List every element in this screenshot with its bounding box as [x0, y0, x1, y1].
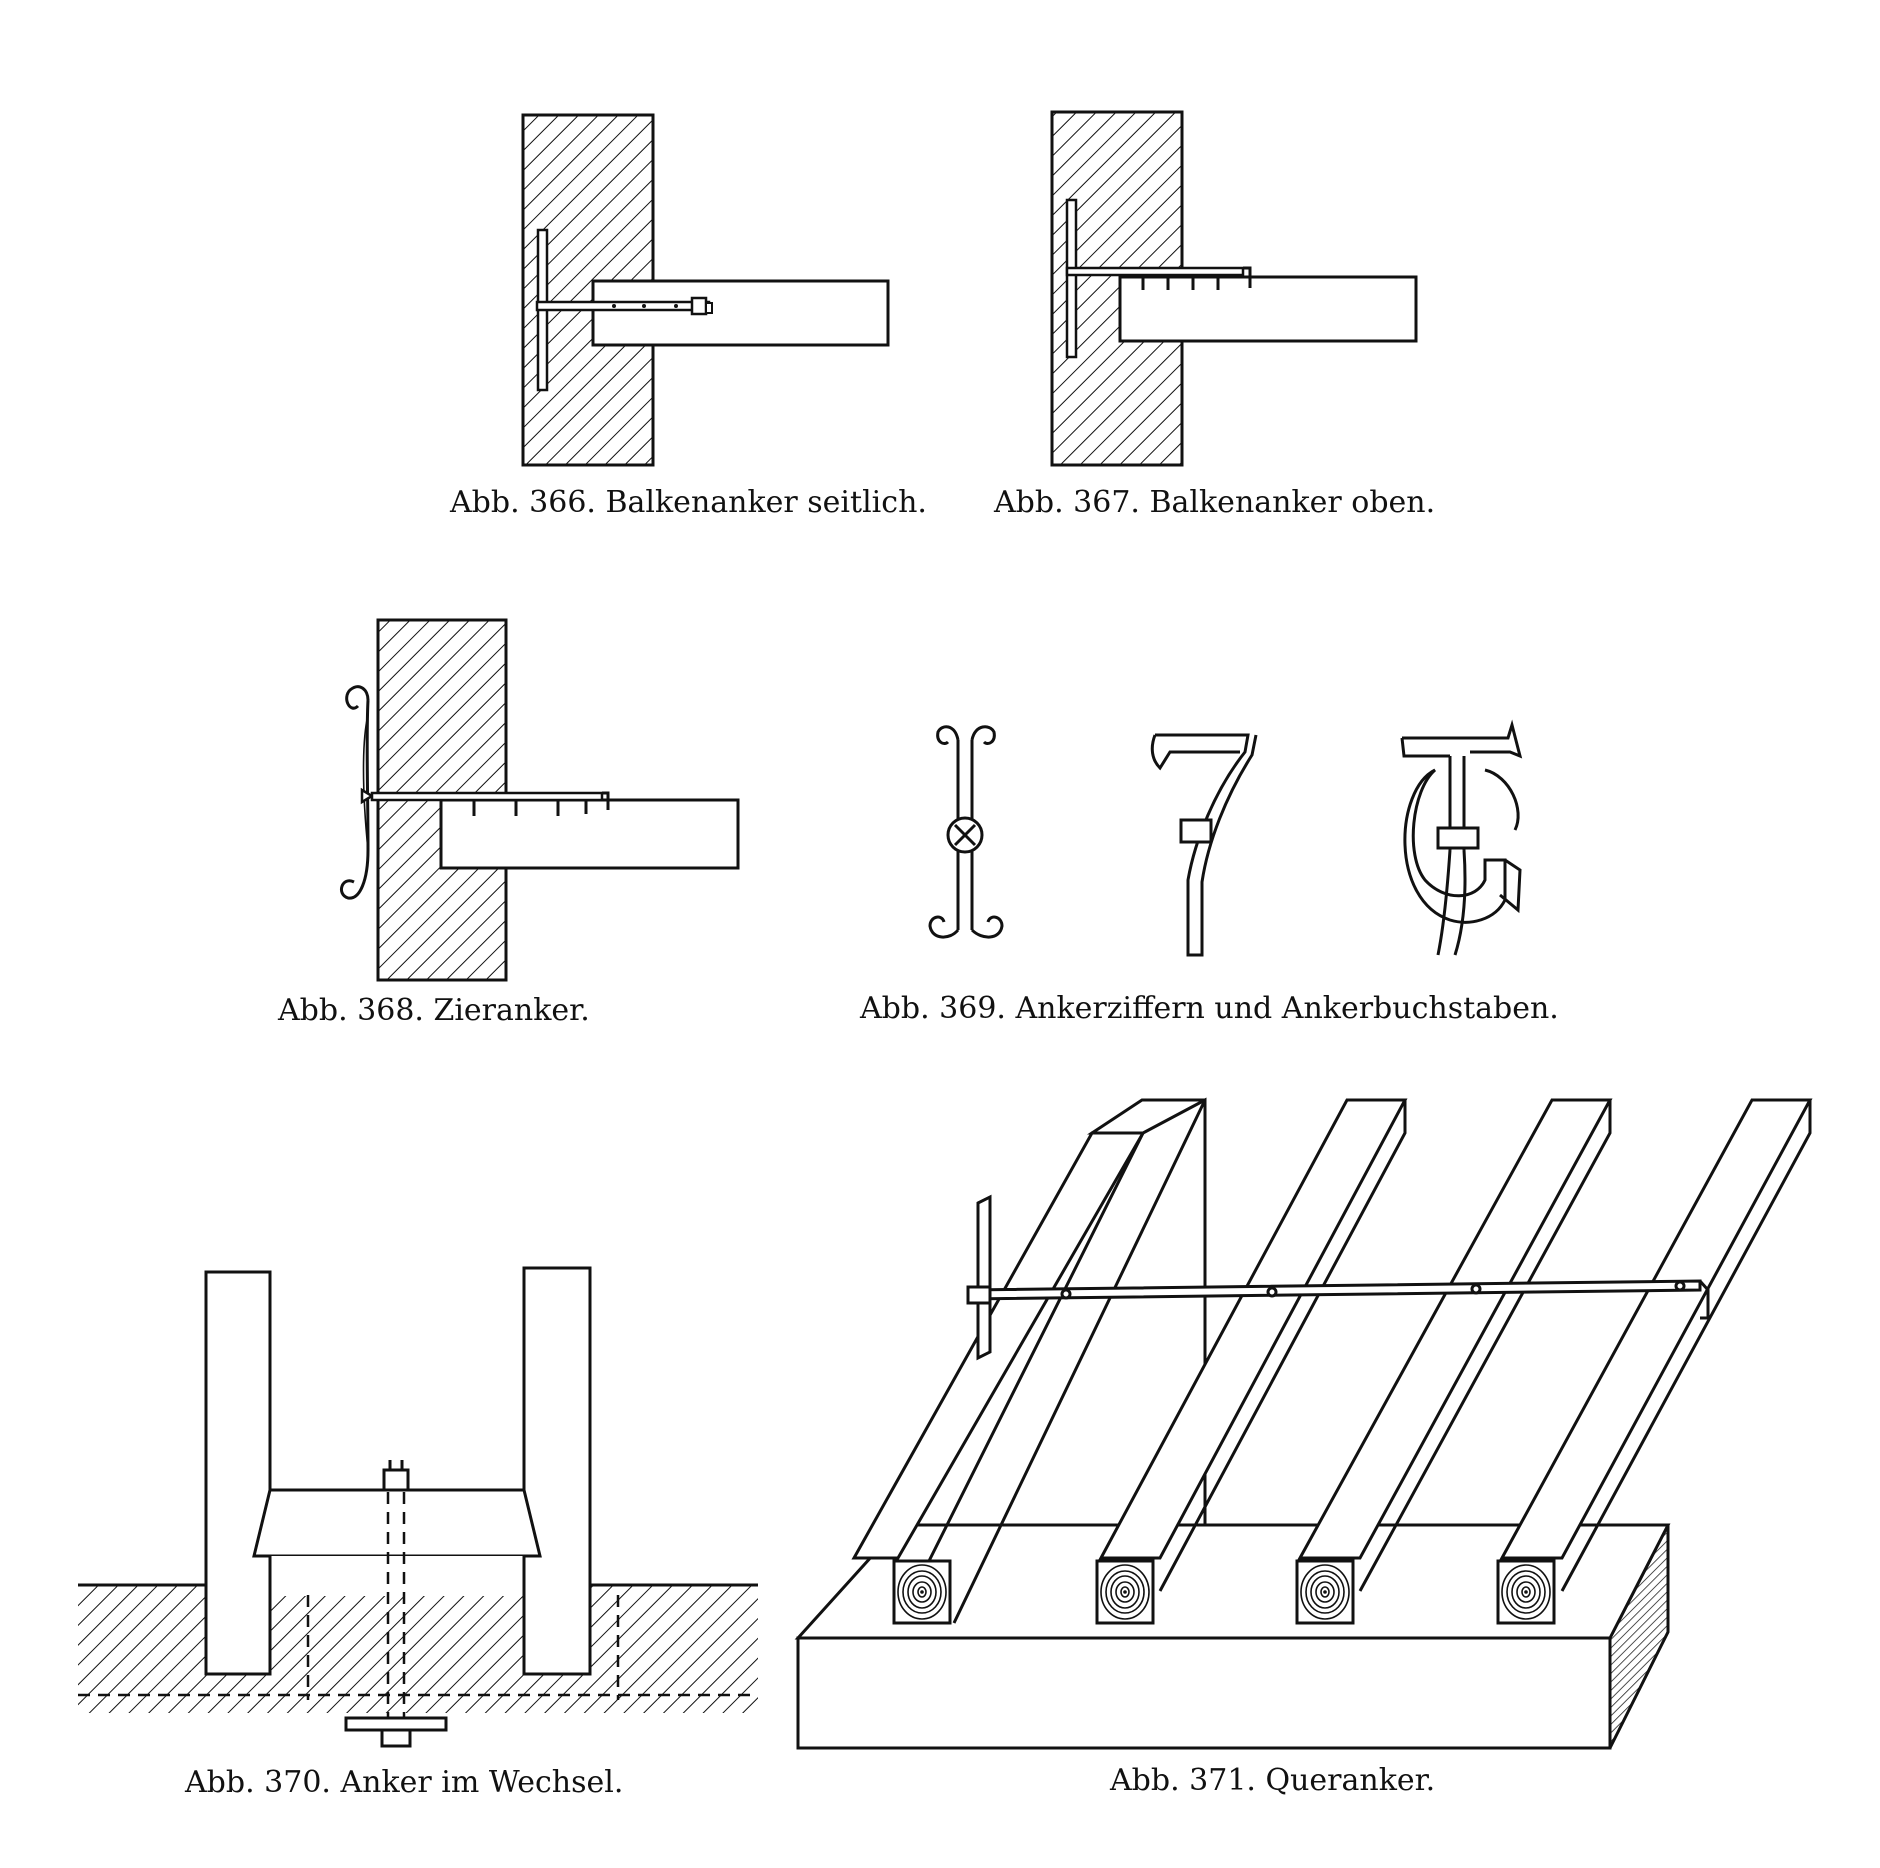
anchor-letter-g-shape [1400, 719, 1523, 956]
anchor-i-shape [928, 725, 1004, 939]
figure-368-decorative-anchor: Abb. 368. Zieranker. [277, 618, 740, 1028]
top-anchor-367 [1065, 198, 1252, 359]
cross-anchor-rod-371 [966, 1194, 1710, 1361]
caption-366: Abb. 366. Balkenanker seitlich. [449, 485, 927, 520]
trimmer-block-370 [252, 1488, 542, 1558]
post-left-370 [204, 1270, 272, 1676]
caption-370: Abb. 370. Anker im Wechsel. [184, 1765, 623, 1800]
caption-368: Abb. 368. Zieranker. [277, 993, 590, 1028]
ground-hatch-370 [78, 1585, 758, 1713]
beam-366 [591, 279, 890, 347]
figure-366-side-beam-anchor: Abb. 366. Balkenanker seitlich. [449, 113, 927, 520]
caption-367: Abb. 367. Balkenanker oben. [993, 485, 1435, 520]
caption-371: Abb. 371. Queranker. [1109, 1763, 1435, 1798]
side-anchor-366 [535, 228, 713, 392]
figure-367-top-beam-anchor: Abb. 367. Balkenanker oben. [993, 110, 1435, 520]
decorative-anchor-368 [339, 685, 610, 900]
bolt-370 [344, 1460, 448, 1748]
beam-368 [439, 798, 740, 870]
figure-370-anchor-in-trimmer: Abb. 370. Anker im Wechsel. [78, 1266, 758, 1800]
beam-367 [1118, 275, 1418, 343]
caption-369: Abb. 369. Ankerziffern und Ankerbuchstab… [859, 991, 1559, 1026]
figure-369-anchor-numbers-letters: Abb. 369. Ankerziffern und Ankerbuchstab… [859, 719, 1559, 1026]
anchor-seven-shape [1150, 733, 1258, 957]
post-right-370 [522, 1266, 592, 1676]
figure-371-cross-anchor: Abb. 371. Queranker. [794, 1097, 1813, 1798]
joists-371 [851, 1097, 1813, 1624]
sill-front-371 [796, 1636, 1612, 1750]
